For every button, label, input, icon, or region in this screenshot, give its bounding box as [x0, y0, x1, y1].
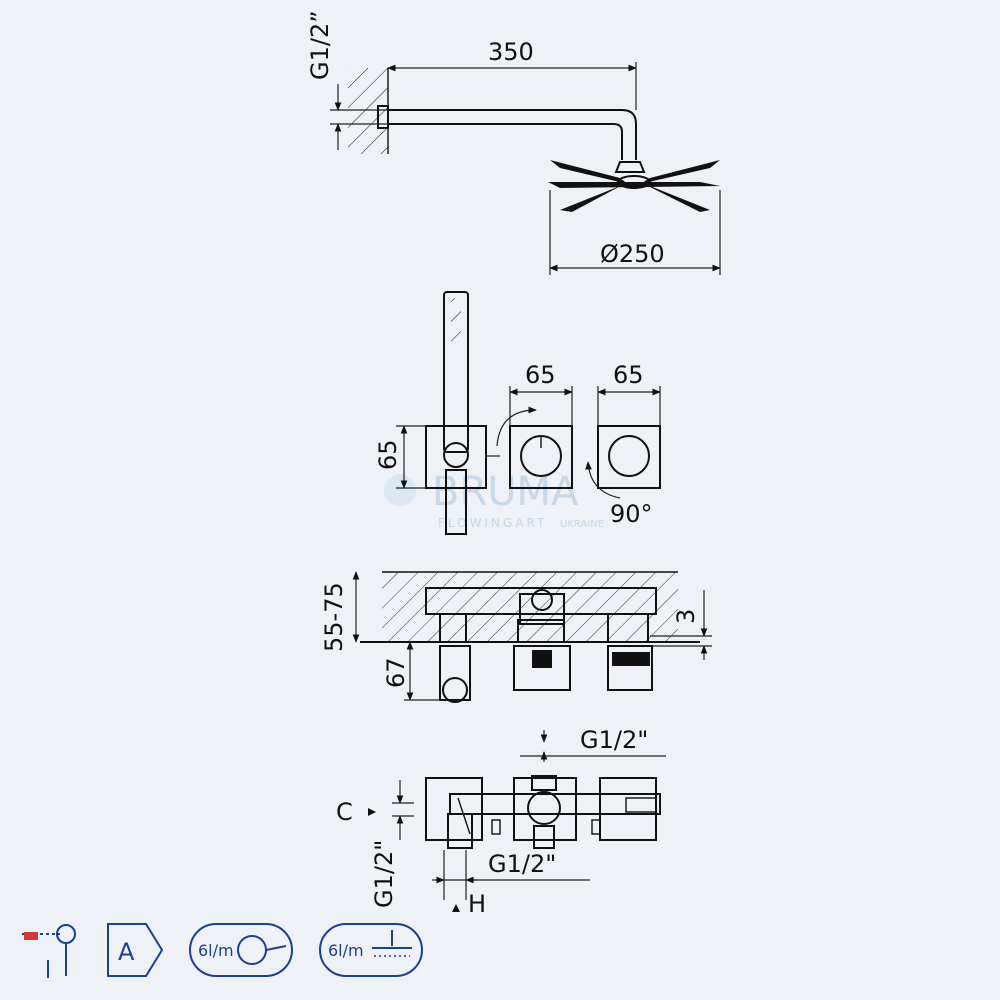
- thermostat-plate: [509, 425, 573, 489]
- thermostat-knob-side: [513, 645, 571, 691]
- left-box: [425, 777, 483, 841]
- dim-thread-top: G1/2": [580, 726, 648, 754]
- watermark-brand: BRUMA: [432, 469, 579, 515]
- watermark: BRUMA FLOWINGART UKRAINE: [384, 469, 604, 530]
- wall-section: 55-75 67 3: [320, 571, 712, 703]
- watermark-region: UKRAINE: [560, 519, 604, 530]
- dim-arm-length: 350: [488, 38, 534, 66]
- top-view-section: G1/2" C G1/2" G1/2" H: [336, 726, 666, 918]
- badge-flow-hand: 6l/m: [198, 941, 234, 960]
- dim-control-width-a: 65: [525, 361, 556, 389]
- wall-hatch-section: [382, 572, 678, 642]
- front-view-section: 65 65 65 90°: [374, 291, 661, 535]
- badges-row: A 6l/m 6l/m: [22, 923, 423, 978]
- dim-label-h: H: [468, 890, 486, 918]
- dim-rotation: 90°: [610, 500, 653, 528]
- dim-wall-depth: 55-75: [320, 582, 348, 652]
- hand-shower: [443, 291, 469, 453]
- diverter-plate: [597, 425, 661, 489]
- valve-body: [425, 587, 657, 615]
- wall-hatch: [348, 68, 388, 154]
- dim-arm-thread: G1/2”: [306, 10, 334, 80]
- shower-arm: [388, 109, 637, 160]
- dim-head-diameter: Ø250: [600, 240, 665, 268]
- dim-control-height: 65: [374, 439, 402, 470]
- main-pipe: [449, 793, 661, 815]
- mixer-icon: [22, 924, 76, 978]
- dim-spout-offset: 67: [382, 657, 410, 688]
- dim-thread-bottom: G1/2": [488, 850, 556, 878]
- head-shower-flow-icon: 6l/m: [319, 923, 423, 977]
- dim-thread-left: G1/2": [370, 840, 398, 908]
- dim-plate-thickness: 3: [672, 609, 700, 624]
- holder-plate: [425, 425, 487, 489]
- efficiency-class-icon: A: [107, 923, 164, 977]
- diverter-knob-side: [607, 645, 653, 691]
- hose-outlet: [445, 469, 467, 535]
- dim-control-width-b: 65: [613, 361, 644, 389]
- shower-arm-section: 350 G1/2” Ø250: [306, 10, 721, 275]
- center-box: [513, 777, 577, 841]
- hand-shower-flow-icon: 6l/m: [189, 923, 293, 977]
- badge-flow-head: 6l/m: [328, 941, 364, 960]
- holder-outlet: [439, 645, 471, 701]
- right-box: [599, 777, 657, 841]
- shower-head: [548, 160, 720, 212]
- dim-label-c: C: [336, 798, 353, 826]
- watermark-tagline: FLOWINGART: [438, 516, 547, 530]
- wall-flange: [377, 105, 389, 129]
- badge-class-label: A: [118, 938, 135, 966]
- diverter-knob: [608, 435, 650, 477]
